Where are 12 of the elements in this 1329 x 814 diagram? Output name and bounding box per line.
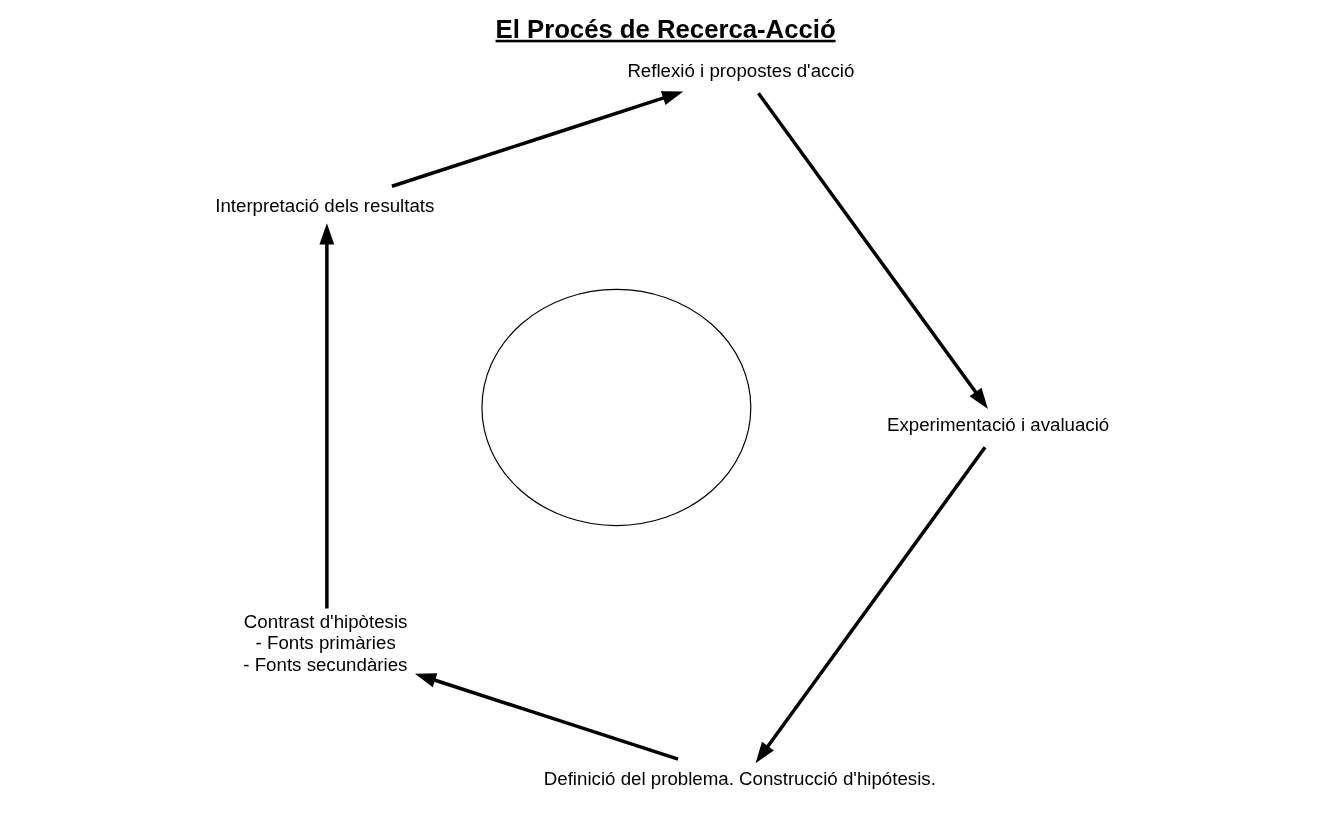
arrow bbox=[755, 445, 987, 763]
diagram-title: El Procés de Recerca-Acció bbox=[495, 14, 836, 43]
node-text: Experimentació i avaluació bbox=[886, 413, 1110, 435]
node-text: Interpretació dels resultats bbox=[215, 194, 435, 216]
node-text: Definició del problema. Construcció d'hipótesis. bbox=[543, 767, 936, 789]
node-text: Contrast d'hipòtesis - Fonts primàries - Fonts secundàries bbox=[243, 610, 408, 675]
node-text: Reflexió i propostes d'acció bbox=[627, 59, 855, 81]
node-circle bbox=[481, 288, 752, 526]
arrow bbox=[414, 672, 679, 761]
arrow bbox=[391, 90, 684, 188]
arrow bbox=[757, 91, 988, 409]
arrow bbox=[319, 222, 335, 608]
